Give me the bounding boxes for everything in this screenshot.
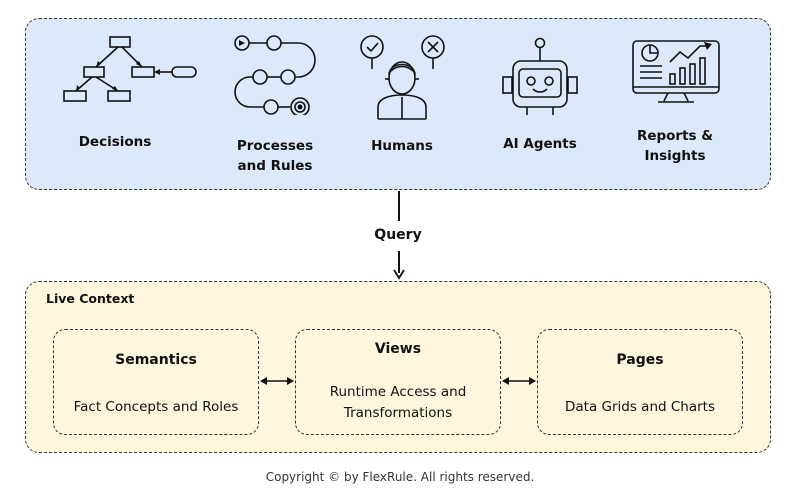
query-label: Query xyxy=(374,227,422,243)
semantics-description: Fact Concepts and Roles xyxy=(73,399,239,415)
caption-ai-agents: AI Agents xyxy=(503,136,577,152)
pages-card xyxy=(537,329,743,435)
robot-icon xyxy=(502,37,578,115)
double-arrow-semantics-views xyxy=(260,377,294,385)
report-dashboard-icon xyxy=(632,40,720,103)
live-context-title: Live Context xyxy=(46,291,135,306)
human-approval-icon xyxy=(360,35,445,120)
query-line-bottom xyxy=(398,251,400,273)
views-description: Runtime Access and Transformations xyxy=(329,384,467,421)
semantics-title: Semantics xyxy=(115,352,197,368)
semantics-card xyxy=(53,329,259,435)
copyright-footer: Copyright © by FlexRule. All rights rese… xyxy=(265,470,535,484)
double-arrow-views-pages xyxy=(502,377,536,385)
sources-panel xyxy=(25,18,771,190)
pages-description: Data Grids and Charts xyxy=(564,399,715,415)
process-flow-icon xyxy=(234,35,316,115)
views-title: Views xyxy=(374,341,422,357)
caption-humans: Humans xyxy=(371,138,433,154)
views-card xyxy=(295,329,501,435)
pages-title: Pages xyxy=(616,352,664,368)
caption-reports: Reports & Insights xyxy=(636,128,714,164)
query-line-top xyxy=(398,191,400,221)
caption-decisions: Decisions xyxy=(78,134,152,150)
query-arrow-head xyxy=(393,269,405,280)
decision-tree-icon xyxy=(63,36,197,102)
caption-processes: Processes and Rules xyxy=(236,138,314,174)
